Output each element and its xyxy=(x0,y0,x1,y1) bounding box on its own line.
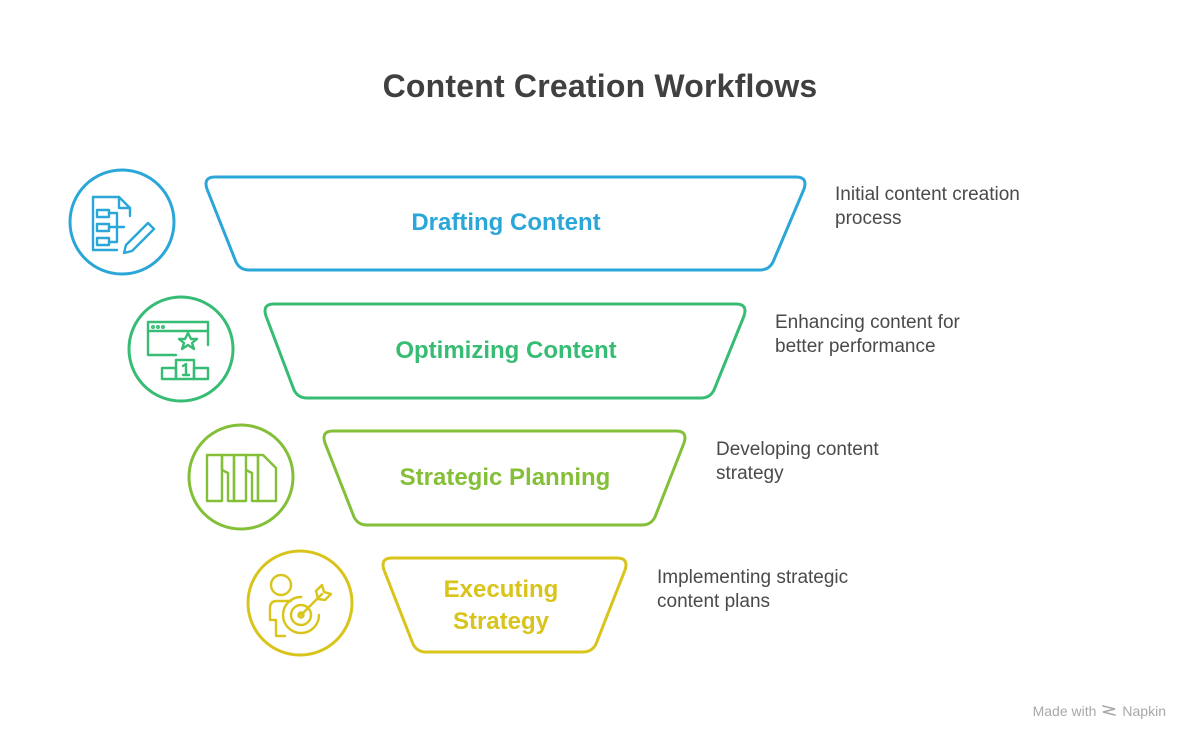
stage-optimizing xyxy=(127,295,747,403)
made-with-text: Made with xyxy=(1032,703,1097,719)
stage-label-drafting: Drafting Content xyxy=(411,209,601,236)
stage-shape-drafting xyxy=(204,175,807,272)
stage-planning xyxy=(187,423,687,531)
stage-description-optimizing: Enhancing content for better performance xyxy=(775,312,960,357)
icon-circle-executing xyxy=(246,549,354,657)
stage-label-executing: Executing Strategy xyxy=(443,576,559,635)
browser-star-podium-icon xyxy=(146,320,210,381)
stage-label-optimizing: Optimizing Content xyxy=(395,337,617,364)
book-stack-icon xyxy=(205,453,278,503)
icon-circle-planning xyxy=(187,423,295,531)
diagram-title: Content Creation Workflows xyxy=(382,68,818,104)
stage-drafting xyxy=(68,168,807,276)
stage-shape-optimizing xyxy=(263,302,747,400)
footer-attribution: Made with Napkin xyxy=(1033,703,1166,719)
stage-shape-executing xyxy=(381,556,628,654)
icon-circle-drafting xyxy=(68,168,176,276)
napkin-brand: Napkin xyxy=(1122,703,1166,719)
document-flowchart-pencil-icon xyxy=(91,195,156,255)
person-target-icon xyxy=(268,573,333,638)
napkin-logo-icon xyxy=(1102,705,1117,716)
stage-label-planning: Strategic Planning xyxy=(399,464,611,491)
stage-description-drafting: Initial content creation process xyxy=(835,184,1020,229)
icon-circle-optimizing xyxy=(127,295,235,403)
stage-description-executing: Implementing strategic content plans xyxy=(657,567,849,612)
stage-description-planning: Developing content strategy xyxy=(716,439,879,484)
stage-executing xyxy=(246,549,628,657)
stage-shape-planning xyxy=(322,429,687,527)
